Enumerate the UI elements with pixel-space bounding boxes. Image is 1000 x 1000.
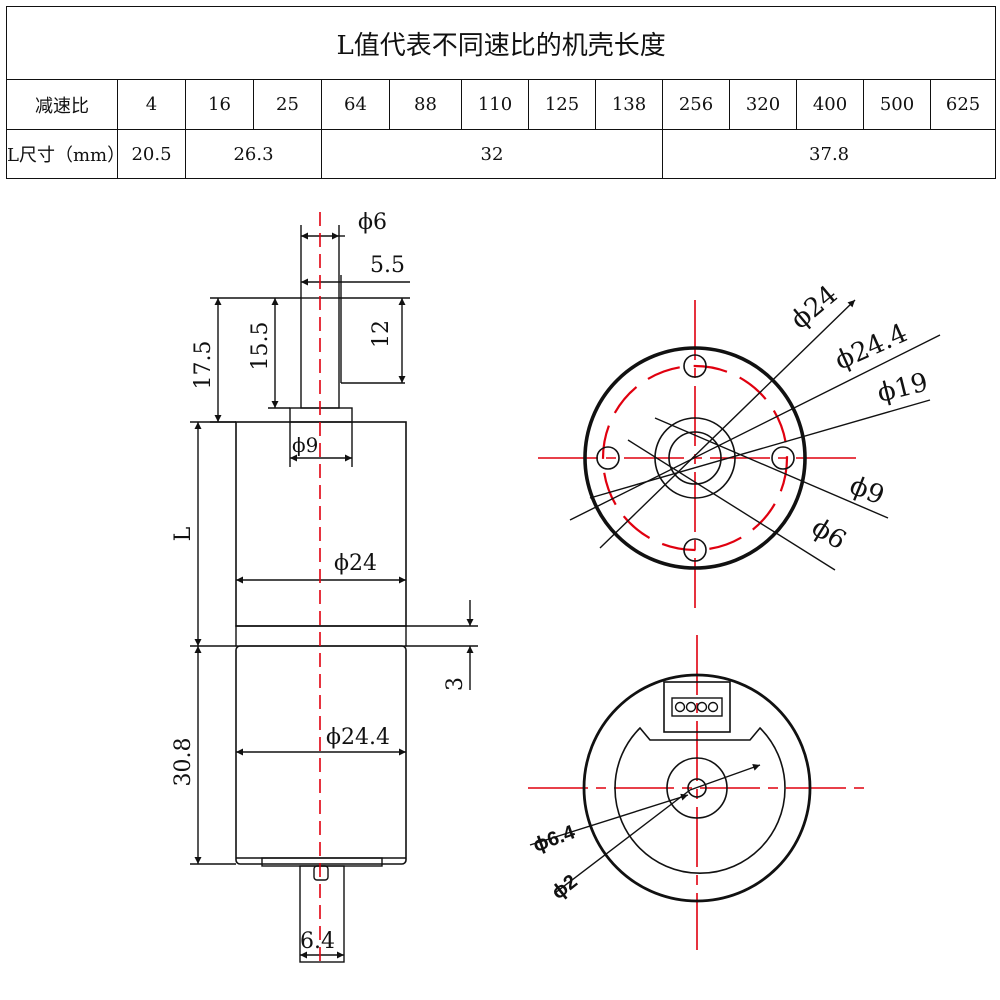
gearbox-body: [235, 421, 407, 627]
ratio-cell: 16: [185, 79, 254, 130]
dim-motor-length: 30.8: [171, 738, 196, 787]
dim-gearbox-length: L: [171, 526, 196, 541]
ratio-cell: 256: [662, 79, 730, 130]
front-label-24: ϕ24: [785, 280, 843, 336]
length-cell: 26.3: [185, 129, 322, 179]
dim-shaft-diameter: ϕ6: [358, 210, 387, 235]
shaft-boss: [289, 407, 353, 423]
front-label-24-4: ϕ24.4: [831, 318, 912, 376]
front-boss: [654, 417, 736, 499]
dim-flat-length: 12: [369, 320, 394, 348]
ratio-cell: 110: [461, 79, 529, 130]
dim-shaft-flat: 5.5: [370, 253, 405, 278]
mount-hole: [683, 354, 707, 378]
rear-view: [528, 635, 868, 950]
dim-rear-width: 6.4: [300, 929, 335, 954]
length-row: L尺寸（mm） 20.5 26.3 32 37.8: [6, 129, 997, 179]
ratio-cell: 625: [929, 79, 997, 130]
length-cell: 37.8: [661, 129, 997, 179]
bolt-circle: [601, 364, 789, 552]
gearbox-ring: [235, 625, 407, 647]
rear-pin-hole: [687, 778, 707, 798]
side-view: [190, 212, 478, 968]
length-cell: 32: [321, 129, 663, 179]
rear-pin: [313, 865, 329, 881]
dim-boss-diameter: ϕ9: [292, 433, 318, 457]
rear-housing: [582, 673, 812, 903]
dim-shaft-exposed: 15.5: [248, 322, 273, 371]
ratio-cell: 320: [729, 79, 797, 130]
dim-gearbox-diameter: ϕ24: [334, 551, 377, 576]
length-row-label: L尺寸（mm）: [6, 129, 125, 179]
front-view: [538, 299, 941, 608]
front-shaft: [668, 431, 722, 485]
dim-motor-diameter: ϕ24.4: [326, 725, 390, 750]
terminal-connector: [663, 681, 731, 733]
mount-hole: [771, 446, 795, 470]
dim-shaft-total: 17.5: [191, 341, 216, 390]
dim-gap: 3: [443, 677, 468, 691]
rear-hub: [666, 757, 728, 819]
mount-hole: [596, 446, 620, 470]
ratio-cell: 125: [528, 79, 596, 130]
ratio-cell: 500: [863, 79, 931, 130]
mount-hole: [683, 538, 707, 562]
table-title: L值代表不同速比的机壳长度: [5, 6, 997, 80]
front-label-9: ϕ9: [845, 471, 888, 512]
ratio-row: 减速比 4 16 25 64 88 110 125 138 256 320 40…: [6, 79, 997, 130]
rear-label-2: ϕ2: [548, 871, 582, 904]
ratio-row-label: 减速比: [6, 79, 118, 130]
rear-cutout: [614, 726, 786, 874]
ratio-cell: 138: [595, 79, 663, 130]
front-label-6: ϕ6: [806, 512, 851, 556]
rear-label-6-4: ϕ6.4: [530, 821, 579, 857]
length-cell: 20.5: [117, 129, 186, 179]
ratio-length-table: L值代表不同速比的机壳长度 减速比 4 16 25 64 88 110 125 …: [5, 6, 997, 179]
motor-body: [235, 645, 407, 865]
ratio-cell: 88: [389, 79, 462, 130]
front-housing: [583, 346, 807, 570]
